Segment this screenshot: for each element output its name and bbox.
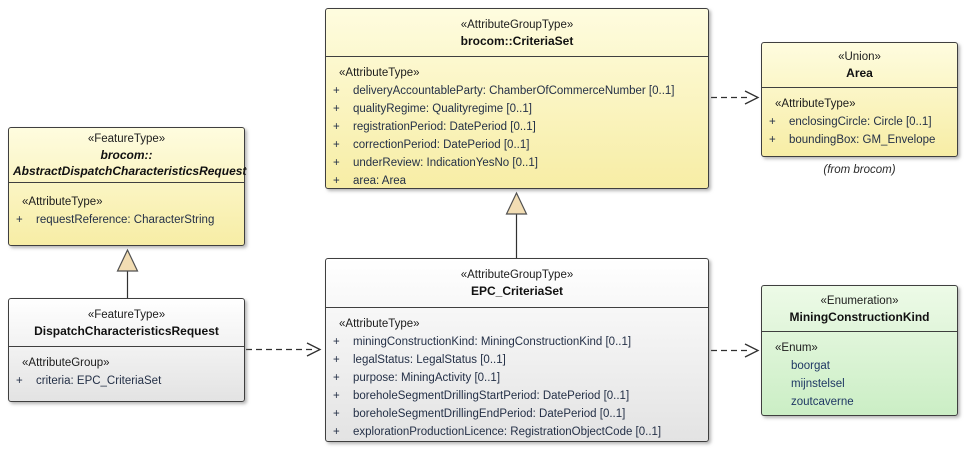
attribute-text: enclosingCircle: Circle [0..1] bbox=[789, 116, 932, 128]
visibility-plus: + bbox=[333, 408, 340, 420]
attribute-row: + qualityRegime: Qualityregime [0..1] bbox=[326, 100, 708, 118]
attributes-compartment: «AttributeType» + miningConstructionKind:… bbox=[326, 308, 708, 441]
dependency-arrowhead-icon bbox=[306, 342, 322, 357]
enum-literal: zoutcaverne bbox=[791, 396, 854, 408]
class-box-abstract-dispatch-characteristics-request[interactable]: «FeatureType» brocom:: AbstractDispatchC… bbox=[8, 127, 247, 246]
class-title: MiningConstructionKind bbox=[789, 309, 930, 324]
class-header: «FeatureType» DispatchCharacteristicsReq… bbox=[9, 299, 244, 347]
attributes-compartment: «AttributeType» + enclosingCircle: Circle… bbox=[762, 88, 957, 149]
attribute-text: correctionPeriod: DatePeriod [0..1] bbox=[353, 139, 530, 151]
stereotype-label: «FeatureType» bbox=[87, 133, 166, 145]
attribute-row: + deliveryAccountableParty: ChamberOfComm… bbox=[326, 82, 708, 100]
class-header: «AttributeGroupType» brocom::CriteriaSet bbox=[326, 9, 708, 57]
attribute-text: boundingBox: GM_Envelope bbox=[789, 134, 936, 146]
class-box-area[interactable]: «Union» Area «AttributeType» + enclosingC… bbox=[761, 42, 958, 157]
attributes-section-label: «AttributeType» bbox=[339, 67, 420, 79]
stereotype-label: «AttributeGroupType» bbox=[460, 269, 574, 281]
attributes-section-label: «AttributeType» bbox=[775, 98, 856, 110]
attribute-row: + enclosingCircle: Circle [0..1] bbox=[762, 113, 957, 131]
attribute-text: legalStatus: LegalStatus [0..1] bbox=[353, 354, 506, 366]
class-box-dispatch-characteristics-request[interactable]: «FeatureType» DispatchCharacteristicsReq… bbox=[8, 298, 245, 402]
class-header: «AttributeGroupType» EPC_CriteriaSet bbox=[326, 259, 708, 308]
dependency-arrowhead-icon bbox=[744, 90, 760, 105]
stereotype-label: «FeatureType» bbox=[87, 308, 166, 321]
visibility-plus: + bbox=[333, 85, 340, 97]
class-header: «FeatureType» brocom:: AbstractDispatchC… bbox=[9, 128, 247, 183]
attribute-row: + explorationProductionLicence: Registrat… bbox=[326, 423, 708, 441]
attribute-text: boreholeSegmentDrillingEndPeriod: DatePe… bbox=[353, 408, 626, 420]
visibility-plus: + bbox=[333, 121, 340, 133]
attribute-row: + boreholeSegmentDrillingEndPeriod: DateP… bbox=[326, 405, 708, 423]
visibility-plus: + bbox=[769, 116, 776, 128]
attributes-compartment: «AttributeType» + requestReference: Chara… bbox=[9, 183, 244, 229]
generalization-arrowhead-icon bbox=[505, 191, 528, 215]
attributes-section-label: «AttributeType» bbox=[22, 196, 103, 208]
attribute-row: + criteria: EPC_CriteriaSet bbox=[9, 372, 244, 390]
class-title: brocom:: bbox=[100, 148, 153, 162]
attribute-row: + area: Area bbox=[326, 172, 708, 190]
attribute-row: + legalStatus: LegalStatus [0..1] bbox=[326, 351, 708, 369]
attributes-section-label: «AttributeGroup» bbox=[22, 357, 110, 369]
attribute-row: + correctionPeriod: DatePeriod [0..1] bbox=[326, 136, 708, 154]
attribute-text: criteria: EPC_CriteriaSet bbox=[36, 375, 162, 387]
enum-literal: boorgat bbox=[791, 360, 831, 372]
attribute-text: underReview: IndicationYesNo [0..1] bbox=[353, 157, 538, 169]
attribute-text: area: Area bbox=[353, 175, 407, 187]
class-title: EPC_CriteriaSet bbox=[470, 284, 564, 298]
attributes-compartment: «AttributeType» + deliveryAccountablePart… bbox=[326, 57, 708, 190]
class-title: AbstractDispatchCharacteristicsRequest bbox=[13, 164, 247, 178]
visibility-plus: + bbox=[333, 372, 340, 384]
attribute-text: miningConstructionKind: MiningConstructi… bbox=[353, 336, 632, 348]
visibility-plus: + bbox=[769, 134, 776, 146]
class-title: brocom::CriteriaSet bbox=[460, 33, 574, 48]
attribute-row: + registrationPeriod: DatePeriod [0..1] bbox=[326, 118, 708, 136]
visibility-plus: + bbox=[333, 157, 340, 169]
enum-compartment: «Enum» boorgat mijnstelsel zoutcaverne bbox=[762, 332, 957, 411]
attributes-compartment: «AttributeGroup» + criteria: EPC_Criteria… bbox=[9, 347, 244, 390]
class-header: «Union» Area bbox=[762, 43, 957, 88]
enumeration-box-mining-construction-kind[interactable]: «Enumeration» MiningConstructionKind «En… bbox=[761, 285, 958, 416]
attributes-section-label: «AttributeType» bbox=[339, 318, 420, 330]
attribute-text: requestReference: CharacterString bbox=[36, 214, 215, 226]
class-title: Area bbox=[846, 66, 873, 80]
class-title: DispatchCharacteristicsRequest bbox=[34, 323, 219, 338]
attribute-row: + purpose: MiningActivity [0..1] bbox=[326, 369, 708, 387]
stereotype-label: «Union» bbox=[838, 51, 881, 63]
attribute-text: registrationPeriod: DatePeriod [0..1] bbox=[353, 121, 536, 133]
stereotype-label: «AttributeGroupType» bbox=[460, 18, 574, 31]
attribute-row: + miningConstructionKind: MiningConstruct… bbox=[326, 333, 708, 351]
attribute-row: + boreholeSegmentDrillingStartPeriod: Dat… bbox=[326, 387, 708, 405]
generalization-arrowhead-icon bbox=[116, 248, 139, 272]
attribute-text: explorationProductionLicence: Registrati… bbox=[353, 426, 662, 438]
enum-section-label: «Enum» bbox=[775, 342, 818, 354]
stereotype-label: «Enumeration» bbox=[820, 294, 899, 307]
class-box-brocom-criteriaset[interactable]: «AttributeGroupType» brocom::CriteriaSet… bbox=[325, 8, 709, 189]
class-box-epc-criteriaset[interactable]: «AttributeGroupType» EPC_CriteriaSet «At… bbox=[325, 258, 709, 442]
visibility-plus: + bbox=[333, 336, 340, 348]
visibility-plus: + bbox=[333, 139, 340, 151]
dependency-arrowhead-icon bbox=[744, 343, 760, 358]
attribute-row: + requestReference: CharacterString bbox=[9, 211, 244, 229]
class-header: «Enumeration» MiningConstructionKind bbox=[762, 286, 957, 332]
attribute-row: + boundingBox: GM_Envelope bbox=[762, 131, 957, 149]
visibility-plus: + bbox=[16, 214, 23, 226]
attribute-text: qualityRegime: Qualityregime [0..1] bbox=[353, 103, 532, 115]
from-package-note: (from brocom) bbox=[823, 164, 896, 176]
visibility-plus: + bbox=[333, 426, 340, 438]
visibility-plus: + bbox=[16, 375, 23, 387]
attribute-text: deliveryAccountableParty: ChamberOfComme… bbox=[353, 85, 675, 97]
attribute-text: purpose: MiningActivity [0..1] bbox=[353, 372, 501, 384]
visibility-plus: + bbox=[333, 103, 340, 115]
visibility-plus: + bbox=[333, 175, 340, 187]
visibility-plus: + bbox=[333, 390, 340, 402]
attribute-text: boreholeSegmentDrillingStartPeriod: Date… bbox=[353, 390, 630, 402]
visibility-plus: + bbox=[333, 354, 340, 366]
attribute-row: + underReview: IndicationYesNo [0..1] bbox=[326, 154, 708, 172]
enum-literal: mijnstelsel bbox=[791, 378, 845, 390]
